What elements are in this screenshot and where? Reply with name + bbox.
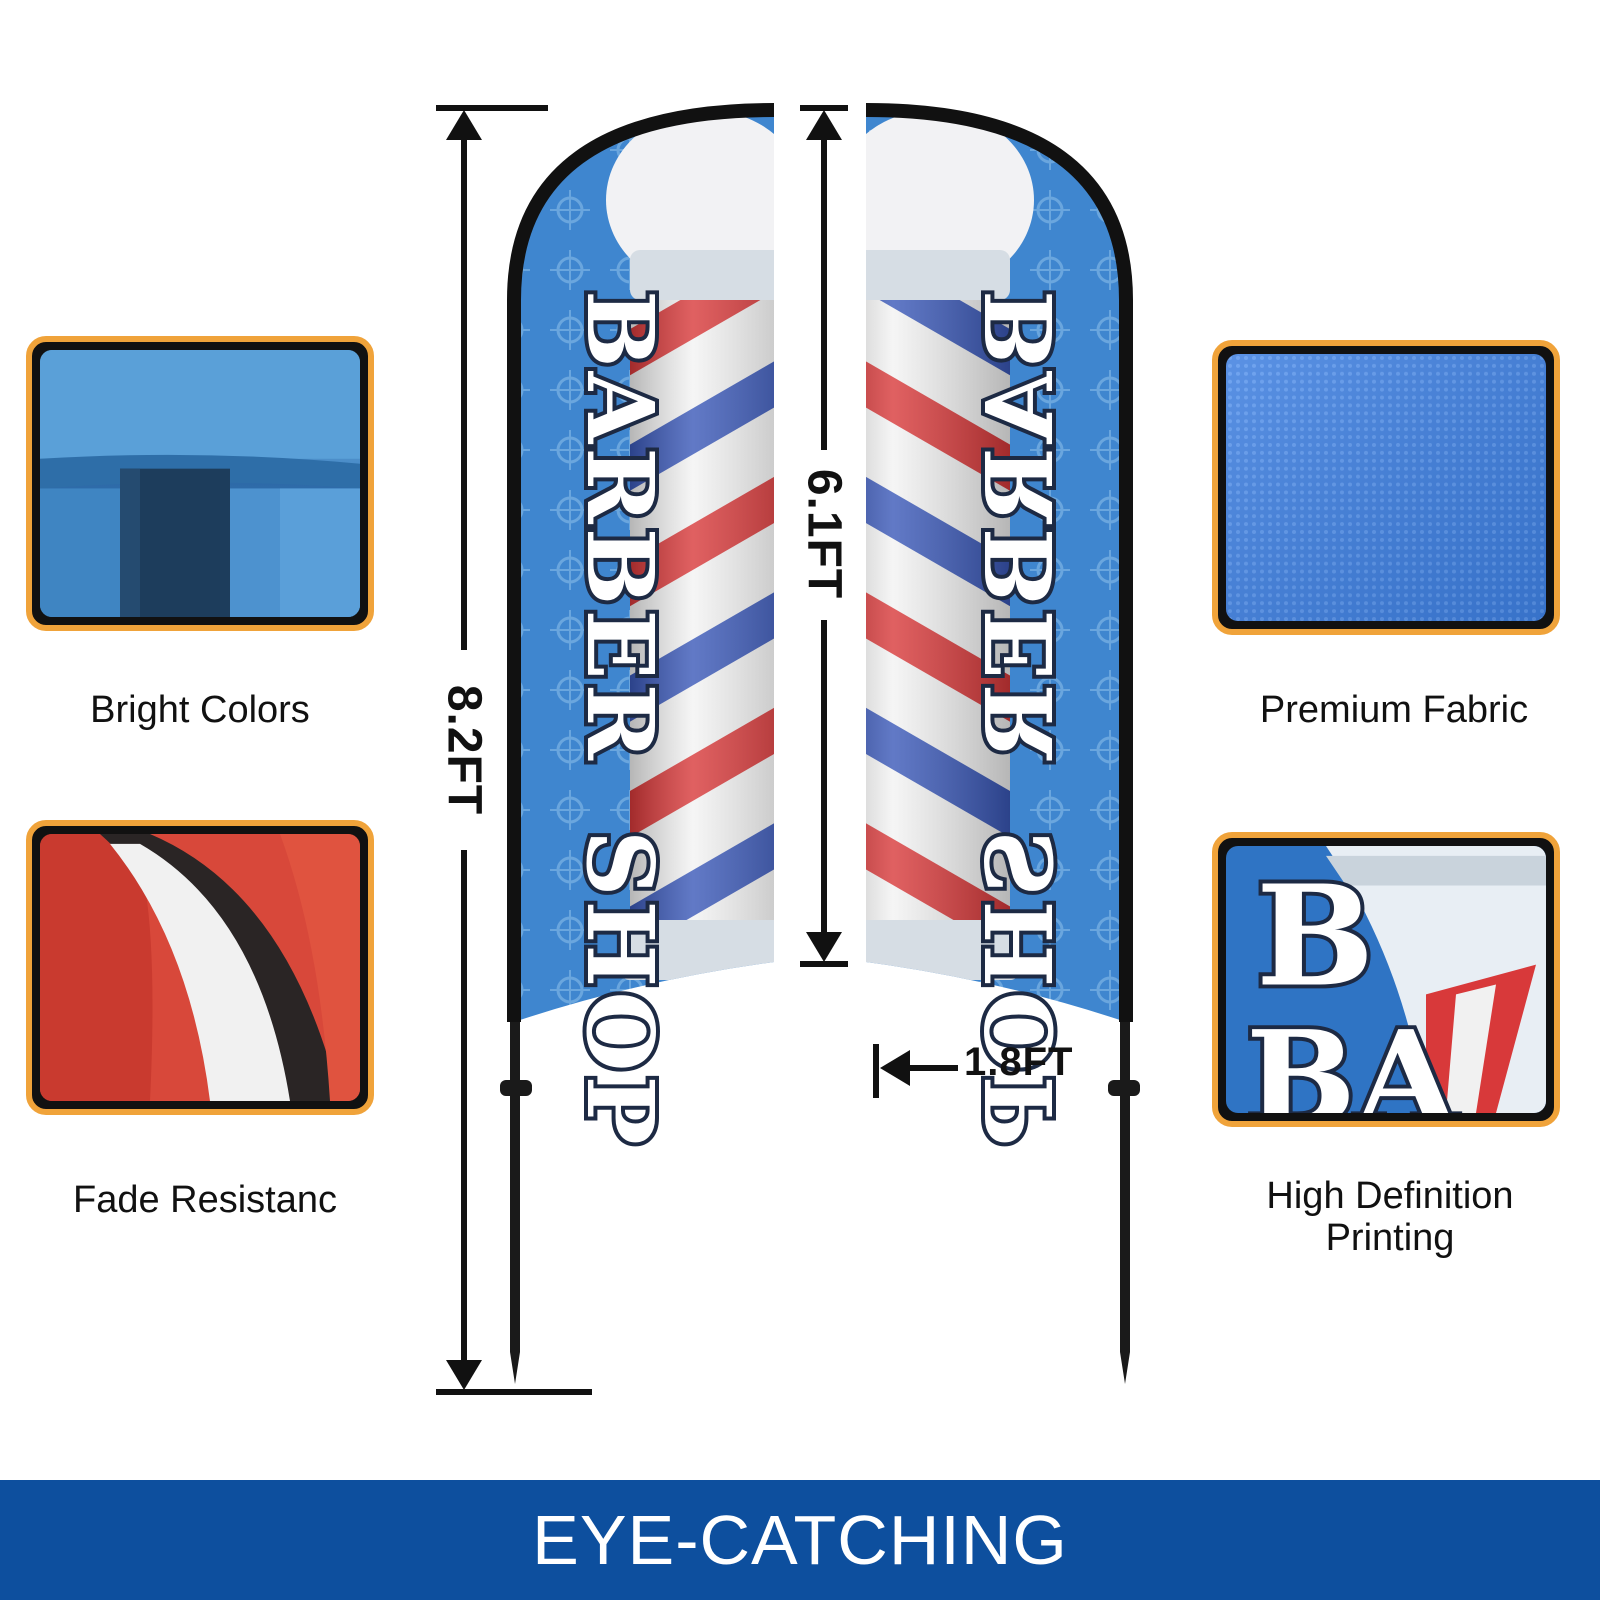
bright-colors-swatch (26, 336, 374, 631)
flag-height-dimension (800, 105, 848, 967)
hd-printing-label-line2: Printing (1325, 1217, 1455, 1259)
left-flag: BARBER SHOP (500, 103, 775, 1384)
blue-fabric-fold-image (40, 350, 360, 617)
right-flag: BARBER SHOP (865, 103, 1140, 1384)
hd-printing-label-line1: High Definition (1266, 1175, 1514, 1217)
headline-text: EYE-CATCHING (532, 1501, 1068, 1579)
red-white-fabric-image (40, 834, 360, 1101)
fade-resistance-swatch (26, 820, 374, 1115)
premium-fabric-swatch (1212, 340, 1560, 635)
flag-diagram: BARBER SHOP BARBER SHOP (436, 103, 1140, 1395)
right-flag-text-line1: BARBER (966, 290, 1074, 764)
total-height-dimension (436, 105, 592, 1395)
blue-mesh-fabric-image (1226, 354, 1546, 621)
right-flag-text: BARBER SHOP (966, 290, 1074, 1149)
total-height-label: 8.2FT (437, 684, 491, 816)
right-flag-text-line2: SHOP (966, 830, 1074, 1149)
closeup-letters-ba: BA (1246, 1004, 1458, 1113)
premium-fabric-label: Premium Fabric (1259, 689, 1529, 731)
flag-width-label: 1.8FT (964, 1040, 1074, 1084)
flag-height-label: 6.1FT (797, 468, 851, 600)
closeup-letter-b: B (1256, 854, 1374, 1017)
left-flag-text-line1: BARBER (566, 290, 674, 764)
fade-resistance-label: Fade Resistanc (72, 1179, 337, 1221)
printed-letters-closeup-image: B BA (1226, 846, 1546, 1113)
left-flag-text: BARBER SHOP (566, 290, 674, 1149)
flag-width-dimension (873, 1044, 958, 1098)
left-flag-text-line2: SHOP (566, 830, 674, 1149)
headline-banner: EYE-CATCHING (0, 1480, 1600, 1600)
hd-printing-swatch: B BA (1212, 832, 1560, 1127)
bright-colors-label: Bright Colors (90, 689, 310, 731)
